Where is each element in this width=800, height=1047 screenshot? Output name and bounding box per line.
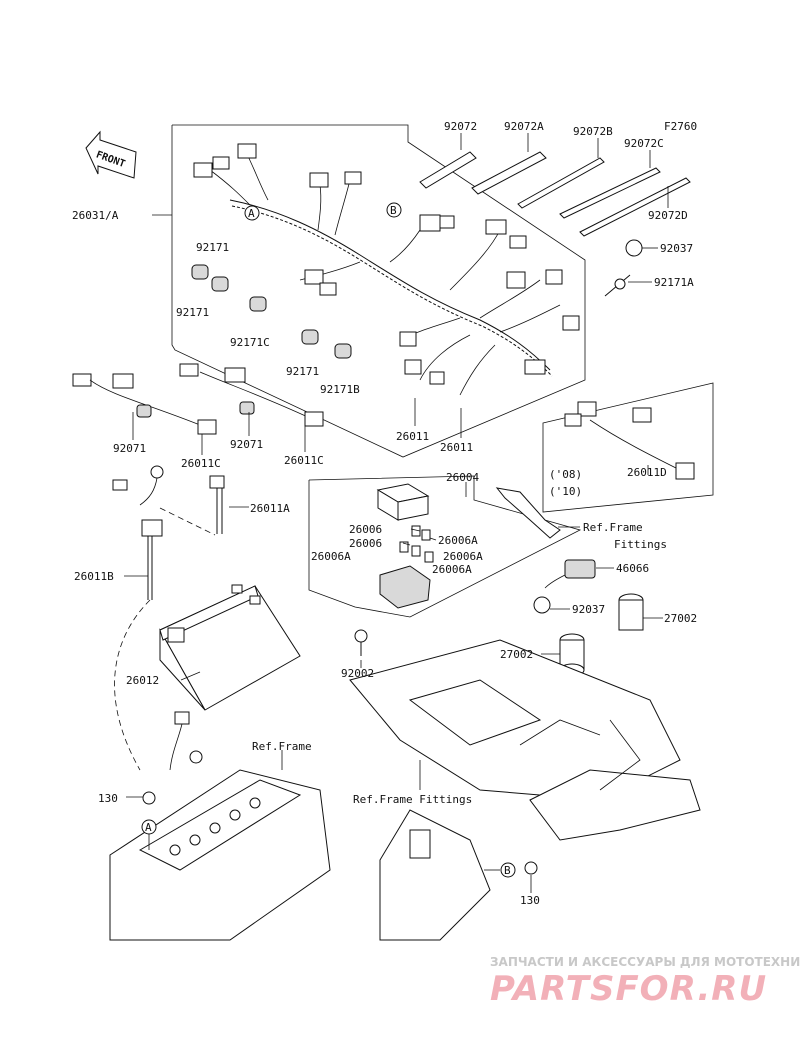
callout-92171C: 92171C <box>230 336 270 349</box>
callout-26011A: 26011A <box>250 502 290 515</box>
leader-lines <box>124 133 669 893</box>
callout-08: ('08) <box>549 468 582 481</box>
callout-26006-a: 26006 <box>349 523 382 536</box>
lead-lower <box>169 711 203 771</box>
fuse-box-group-outline <box>308 475 582 618</box>
callout-92002: 92002 <box>341 667 374 680</box>
callout-26011B: 26011B <box>74 570 114 583</box>
marker-a-harness: A <box>244 205 260 221</box>
callout-26006A-c: 26006A <box>443 550 483 563</box>
callout-ref-frame-fittings-2: Ref.Frame Fittings <box>353 793 472 806</box>
clamp-92037 <box>625 239 643 257</box>
bolt-130-a <box>142 791 156 805</box>
lead-26011A <box>209 475 225 534</box>
callout-26031A: 26031/A <box>72 209 119 222</box>
callout-26004: 26004 <box>446 471 479 484</box>
callout-10: ('10) <box>549 485 582 498</box>
callout-26011D: 26011D <box>627 466 667 479</box>
callout-92037-b: 92037 <box>572 603 605 616</box>
callout-26006A-b: 26006A <box>311 550 351 563</box>
callout-92072: 92072 <box>444 120 477 133</box>
fuse-box-26004 <box>376 483 434 609</box>
callout-26006A-a: 26006A <box>438 534 478 547</box>
callout-26011-a: 26011 <box>396 430 429 443</box>
harness-group-outline <box>171 124 586 458</box>
watermark-tagline: ЗАПЧАСТИ И АКСЕССУАРЫ ДЛЯ МОТОТЕХНИКИ <box>490 955 800 969</box>
callout-92171-a: 92171 <box>196 241 229 254</box>
bolt-92002 <box>354 629 368 656</box>
grommets-92171 <box>191 264 352 359</box>
lead-26011B <box>141 519 163 600</box>
callout-labels: 26031/A 92072 92072A 92072B 92072C 92072… <box>72 120 697 907</box>
callout-92171B: 92171B <box>320 383 360 396</box>
harness-26011D-box <box>542 382 714 513</box>
cable-ties <box>419 151 691 237</box>
callout-ref-frame-fittings-1b: Fittings <box>614 538 667 551</box>
fuse-bracket <box>495 487 561 539</box>
callout-26011C-b: 26011C <box>284 454 324 467</box>
marker-a-frame: A <box>141 819 157 850</box>
watermark-logo: PARTSFOR.RU <box>490 969 767 1009</box>
lead-route-dashed <box>159 507 216 536</box>
svg-text:A: A <box>145 821 152 834</box>
callout-92071-a: 92071 <box>113 442 146 455</box>
frame <box>109 769 491 941</box>
callout-92072C: 92072C <box>624 137 664 150</box>
clip-92171A <box>604 274 631 297</box>
callout-92171-c: 92171 <box>286 365 319 378</box>
marker-b-harness: B <box>386 202 402 218</box>
lead-route-dashed-2 <box>114 599 151 771</box>
sub-harness-26011C-b <box>179 363 324 427</box>
fuse-holder-27002-a <box>618 593 644 631</box>
callout-26011-b: 26011 <box>440 441 473 454</box>
callout-92072A: 92072A <box>504 120 544 133</box>
marker-b-frame: B <box>500 862 516 878</box>
callout-130-b: 130 <box>520 894 540 907</box>
callout-92037-a: 92037 <box>660 242 693 255</box>
callout-92171-b: 92171 <box>176 306 209 319</box>
battery-tray <box>349 639 701 841</box>
callout-26006A-d: 26006A <box>432 563 472 576</box>
relay-46066 <box>544 559 596 589</box>
callout-46066: 46066 <box>616 562 649 575</box>
battery-26012 <box>159 584 301 711</box>
callout-ref-frame: Ref.Frame <box>252 740 312 753</box>
figure-code: F2760 <box>664 120 697 133</box>
callout-26011C-a: 26011C <box>181 457 221 470</box>
callout-27002-a: 27002 <box>664 612 697 625</box>
callout-27002-b: 27002 <box>500 648 533 661</box>
callout-92171A: 92171A <box>654 276 694 289</box>
svg-text:B: B <box>504 864 511 877</box>
callout-26012: 26012 <box>126 674 159 687</box>
lead-top <box>112 465 164 506</box>
svg-text:A: A <box>248 207 255 220</box>
harness-26011D <box>564 401 695 480</box>
callout-130-a: 130 <box>98 792 118 805</box>
main-harness-26031 <box>193 143 580 396</box>
callout-92071-b: 92071 <box>230 438 263 451</box>
front-direction-arrow: FRONT <box>85 130 137 179</box>
bolt-130-b <box>524 861 538 875</box>
callout-ref-frame-fittings-1a: Ref.Frame <box>583 521 643 534</box>
callout-26006-b: 26006 <box>349 537 382 550</box>
callout-92072B: 92072B <box>573 125 613 138</box>
watermark: ЗАПЧАСТИ И АКСЕССУАРЫ ДЛЯ МОТОТЕХНИКИ PA… <box>490 955 800 1009</box>
callout-92072D: 92072D <box>648 209 688 222</box>
clamp-92037-b <box>533 596 551 614</box>
svg-text:B: B <box>390 204 397 217</box>
sub-harness-26011C-a <box>72 373 217 435</box>
